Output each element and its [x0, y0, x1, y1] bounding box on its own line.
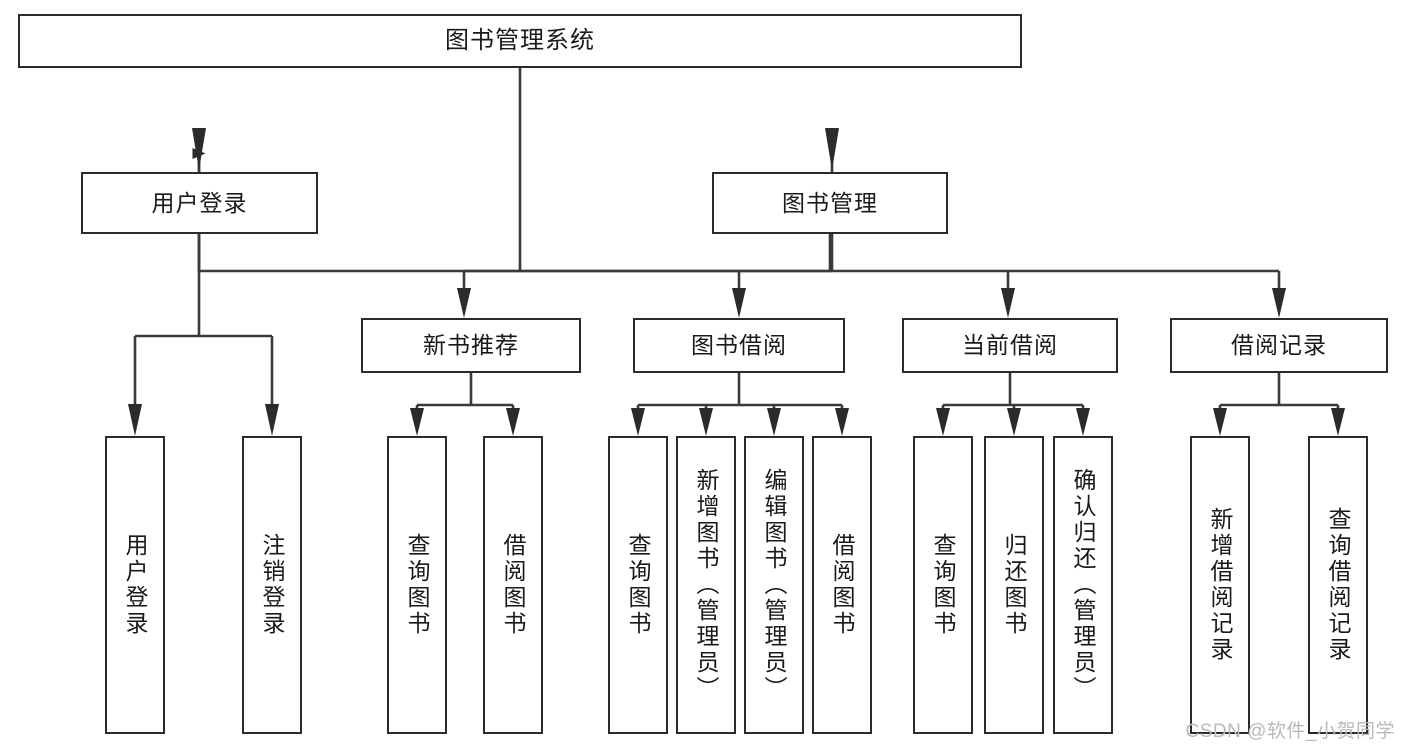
node-leaf-query-book-c-label: 查询图书: [930, 533, 957, 637]
node-leaf-borrow-book-b[interactable]: 借阅图书: [812, 436, 872, 734]
node-leaf-query-borrow-record-label: 查询借阅记录: [1325, 507, 1352, 663]
node-leaf-add-borrow-record[interactable]: 新增借阅记录: [1190, 436, 1250, 734]
node-leaf-return-book-label: 归还图书: [1001, 533, 1028, 637]
node-leaf-user-login-label: 用户登录: [122, 533, 149, 637]
node-book-borrow-label: 图书借阅: [691, 332, 787, 359]
node-book-borrow[interactable]: 图书借阅: [633, 318, 845, 373]
node-leaf-add-borrow-record-label: 新增借阅记录: [1207, 507, 1234, 663]
edge-current-borrow-to-leaves: [941, 373, 1085, 424]
node-leaf-query-book-c[interactable]: 查询图书: [913, 436, 973, 734]
node-leaf-query-book-a[interactable]: 查询图书: [387, 436, 447, 734]
node-new-book-recommendation[interactable]: 新书推荐: [361, 318, 581, 373]
node-root[interactable]: 图书管理系统: [18, 14, 1022, 68]
edge-user-login-to-leaves: [133, 234, 274, 424]
node-leaf-query-borrow-record[interactable]: 查询借阅记录: [1308, 436, 1368, 734]
node-leaf-user-logout-label: 注销登录: [259, 533, 286, 637]
node-user-login[interactable]: 用户登录: [81, 172, 318, 234]
node-leaf-borrow-book-a[interactable]: 借阅图书: [483, 436, 543, 734]
node-leaf-user-logout[interactable]: 注销登录: [242, 436, 302, 734]
edge-book-manage-to-level2: [462, 234, 1281, 306]
node-leaf-confirm-return-label: 确认归还（管理员）: [1070, 468, 1097, 702]
node-leaf-confirm-return[interactable]: 确认归还（管理员）: [1053, 436, 1113, 734]
node-book-manage[interactable]: 图书管理: [712, 172, 948, 234]
node-borrow-record-label: 借阅记录: [1231, 332, 1327, 359]
node-leaf-user-login[interactable]: 用户登录: [105, 436, 165, 734]
node-current-borrow-label: 当前借阅: [962, 332, 1058, 359]
node-leaf-edit-book[interactable]: 编辑图书（管理员）: [744, 436, 804, 734]
node-leaf-return-book[interactable]: 归还图书: [984, 436, 1044, 734]
node-new-book-recommendation-label: 新书推荐: [423, 332, 519, 359]
node-leaf-add-book[interactable]: 新增图书（管理员）: [676, 436, 736, 734]
edge-book-borrow-to-leaves: [636, 373, 844, 424]
node-root-label: 图书管理系统: [445, 27, 595, 54]
node-leaf-borrow-book-b-label: 借阅图书: [829, 533, 856, 637]
node-leaf-add-book-label: 新增图书（管理员）: [693, 468, 720, 702]
edge-new-book-rec-to-leaves: [415, 373, 515, 424]
node-leaf-query-book-a-label: 查询图书: [404, 533, 431, 637]
node-leaf-edit-book-label: 编辑图书（管理员）: [761, 468, 788, 702]
node-book-manage-label: 图书管理: [782, 189, 878, 216]
node-leaf-query-book-b[interactable]: 查询图书: [608, 436, 668, 734]
csdn-watermark: CSDN @软件_小贺同学: [1185, 721, 1395, 742]
edge-borrow-record-to-leaves: [1218, 373, 1340, 424]
node-leaf-query-book-b-label: 查询图书: [625, 533, 652, 637]
node-leaf-borrow-book-a-label: 借阅图书: [500, 533, 527, 637]
node-user-login-label: 用户登录: [151, 189, 248, 216]
node-current-borrow[interactable]: 当前借阅: [902, 318, 1118, 373]
edge-root-to-level1: [192, 68, 834, 273]
node-borrow-record[interactable]: 借阅记录: [1170, 318, 1388, 373]
